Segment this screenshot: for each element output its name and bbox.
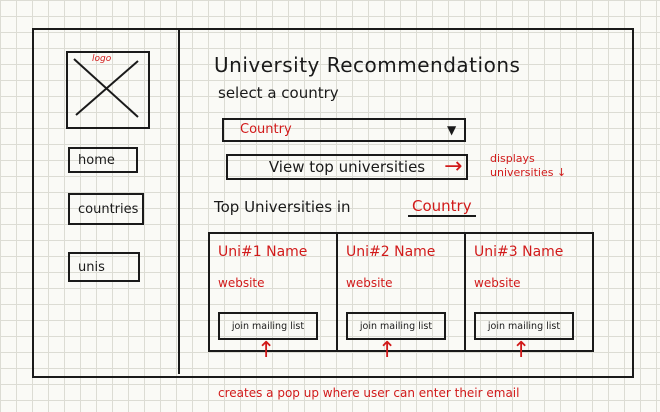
university-website-link[interactable]: website <box>218 276 265 290</box>
join-mailing-list-button[interactable]: join mailing list <box>218 312 318 340</box>
wireframe-frame <box>32 28 634 378</box>
right-arrow-icon: → <box>444 154 463 179</box>
university-website-link[interactable]: website <box>474 276 521 290</box>
sidebar-item-home[interactable]: home <box>68 147 138 173</box>
results-country: Country <box>408 197 476 217</box>
university-name: Uni#1 Name <box>218 244 308 260</box>
view-top-universities-button[interactable]: View top universities <box>226 154 468 180</box>
university-name: Uni#3 Name <box>474 244 564 260</box>
university-card: Uni#2 Name website join mailing list <box>338 234 466 350</box>
university-cards: Uni#1 Name website join mailing list Uni… <box>208 232 594 352</box>
country-select[interactable] <box>222 118 466 142</box>
page-subtitle: select a country <box>218 84 339 102</box>
sidebar-divider <box>178 30 180 374</box>
join-mailing-list-button[interactable]: join mailing list <box>474 312 574 340</box>
university-website-link[interactable]: website <box>346 276 393 290</box>
displays-annotation: displays universities ↓ <box>490 152 567 179</box>
logo <box>66 51 150 129</box>
up-arrow-icon: ↑ <box>257 338 276 363</box>
button-label: View top universities <box>268 158 426 176</box>
university-card: Uni#3 Name website join mailing list <box>466 234 592 350</box>
sidebar-item-label: unis <box>78 259 105 275</box>
page-title: University Recommendations <box>214 53 521 77</box>
university-card: Uni#1 Name website join mailing list <box>210 234 338 350</box>
logo-placeholder-icon <box>73 58 139 118</box>
results-heading: Top Universities in <box>214 198 351 216</box>
dropdown-arrow-icon[interactable]: ▼ <box>447 123 457 137</box>
up-arrow-icon: ↑ <box>378 338 397 363</box>
university-name: Uni#2 Name <box>346 244 436 260</box>
sidebar-item-countries[interactable]: countries <box>68 193 144 225</box>
sidebar-item-unis[interactable]: unis <box>68 252 140 282</box>
down-arrow-icon: ↓ <box>556 165 567 179</box>
country-select-value: Country <box>240 122 292 137</box>
join-mailing-list-button[interactable]: join mailing list <box>346 312 446 340</box>
sidebar-item-label: home <box>78 152 115 168</box>
popup-annotation: creates a pop up where user can enter th… <box>218 386 520 400</box>
logo-label: logo <box>92 54 112 64</box>
up-arrow-icon: ↑ <box>512 338 531 363</box>
sidebar-item-label: countries <box>78 201 139 217</box>
